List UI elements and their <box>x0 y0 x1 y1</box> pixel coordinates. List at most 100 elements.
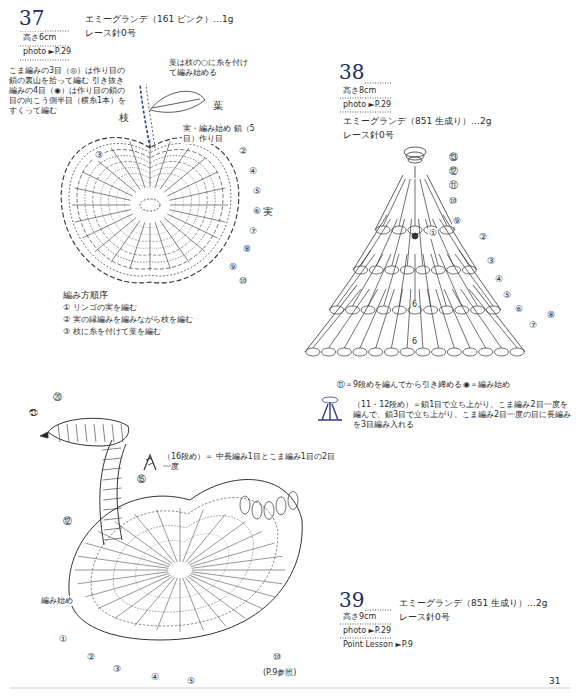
stitch-stroke <box>189 575 262 609</box>
stitch-stroke <box>180 508 181 562</box>
stitch-stroke <box>192 556 283 568</box>
label-text: ◉＝編み始め <box>462 380 511 390</box>
stitch-stroke <box>85 543 169 566</box>
stitch-stroke <box>361 306 375 314</box>
stitch-stroke <box>103 478 122 480</box>
stitch-stroke <box>436 289 455 348</box>
stitch-stroke <box>169 188 225 200</box>
label-text: 高さ9cm <box>342 612 377 622</box>
stitch-stroke <box>276 497 286 515</box>
stitch-stroke <box>150 223 151 271</box>
round-number: ② <box>478 232 488 243</box>
stitch-stroke <box>461 289 502 348</box>
stitch-stroke <box>447 266 461 274</box>
label-text: （11・12段め）＝鎖1目で立ち上がり、こま編み2目一度を編んで、鎖3目で立ち上… <box>352 400 574 430</box>
round-number: ⑮ <box>136 474 147 485</box>
label-text: こま編みの3目（◎）は作り目の鎖の裏山を拾って編む 引き抜き編みの4目（◉）は作… <box>8 66 128 116</box>
stitch-stroke <box>383 179 405 226</box>
stitch-stroke <box>75 570 168 571</box>
stitch-stroke <box>420 179 431 226</box>
stitch-stroke <box>353 348 367 356</box>
stitch-stroke <box>399 179 410 226</box>
round-number: ⑩ <box>448 196 458 207</box>
stitch-stroke <box>76 424 78 442</box>
stitch-stroke <box>160 221 189 263</box>
round-number: ③ <box>112 664 122 675</box>
stitch-stroke <box>345 306 359 314</box>
round-number: ⑥ <box>514 304 524 315</box>
stitch-stroke <box>469 289 517 348</box>
round-number: ⑤ <box>252 186 262 197</box>
label-text: エミーグランデ（851 生成り）…2g <box>342 116 492 127</box>
stitch-stroke <box>432 348 446 356</box>
stitch-stroke <box>100 440 126 545</box>
stitch-stroke <box>104 528 122 530</box>
stitch-stroke <box>104 518 122 520</box>
round-number: ④ <box>150 672 160 683</box>
round-number: ⑩ <box>238 276 248 287</box>
stitch-stroke <box>305 285 525 352</box>
stitch-stroke <box>455 306 469 314</box>
stitch-stroke <box>78 556 169 568</box>
stitch-stroke <box>98 531 171 565</box>
stitch-stroke <box>510 348 524 356</box>
stitch-stroke <box>104 538 122 540</box>
label-text: エミーグランデ（851 生成り）…2g <box>398 598 548 609</box>
stitch-stroke <box>75 210 131 222</box>
round-number: ② <box>238 146 248 157</box>
stitch-stroke <box>264 501 274 519</box>
stitch-stroke <box>404 147 426 157</box>
stitch-stroke <box>185 514 225 563</box>
stitch-stroke <box>58 424 60 442</box>
label-text: （16段め）＝ 中長編み1目とこま編み1目の2目一度 <box>162 452 336 472</box>
round-number: ⑥ <box>252 206 262 217</box>
stitch-stroke <box>329 250 501 310</box>
round-number: ⑤ <box>502 290 512 301</box>
round-number: ⑦ <box>528 320 538 331</box>
stitch-stroke <box>189 531 262 565</box>
label-text: 31 <box>548 676 561 687</box>
stitch-stroke <box>69 480 302 640</box>
stitch-stroke <box>407 219 411 266</box>
label-text: photo ►P.29 <box>22 47 72 57</box>
label-text: 高さ6cm <box>22 33 57 43</box>
round-number: ⑧ <box>546 310 556 321</box>
label-text: 6 <box>411 337 418 347</box>
stitch-stroke <box>134 577 174 626</box>
label-text: ② 実の縁編みを編みながら枝を編む <box>62 315 194 325</box>
stitch-stroke <box>479 348 493 356</box>
stitch-stroke <box>170 205 228 206</box>
label-text: photo ►P.29 <box>342 100 392 110</box>
round-number: ② <box>86 652 96 663</box>
stitch-stroke <box>115 576 173 618</box>
round-number: ⑬ <box>448 152 459 163</box>
round-number: ⑫ <box>62 516 73 527</box>
stitch-stroke <box>111 221 140 263</box>
stitch-stroke <box>164 158 205 192</box>
label-text: 6 <box>411 300 418 310</box>
stitch-stroke <box>192 572 283 584</box>
stitch-stroke <box>103 498 121 500</box>
stitch-stroke <box>415 179 416 226</box>
stitch-stroke <box>416 266 430 274</box>
stitch-stroke <box>180 578 181 632</box>
stitch-stroke <box>82 172 132 196</box>
label-text: ① リンゴの実を編む <box>62 303 138 313</box>
stitch-stroke <box>191 573 275 596</box>
stitch-stroke <box>471 306 485 314</box>
stitch-stroke <box>369 266 383 274</box>
stitch-stroke <box>167 172 217 196</box>
stitch-stroke <box>415 166 416 178</box>
stitch-stroke <box>75 188 131 200</box>
stitch-stroke <box>103 468 122 470</box>
stitch-stroke <box>187 522 245 564</box>
label-text: 編み始め <box>40 596 74 606</box>
round-number: ① <box>58 634 68 645</box>
stitch-stroke <box>103 508 121 510</box>
stitch-stroke <box>40 432 48 438</box>
label-text: 高さ8cm <box>342 86 377 96</box>
stitch-stroke <box>95 218 136 252</box>
round-number: ③ <box>94 150 104 161</box>
stitch-stroke <box>94 424 96 442</box>
